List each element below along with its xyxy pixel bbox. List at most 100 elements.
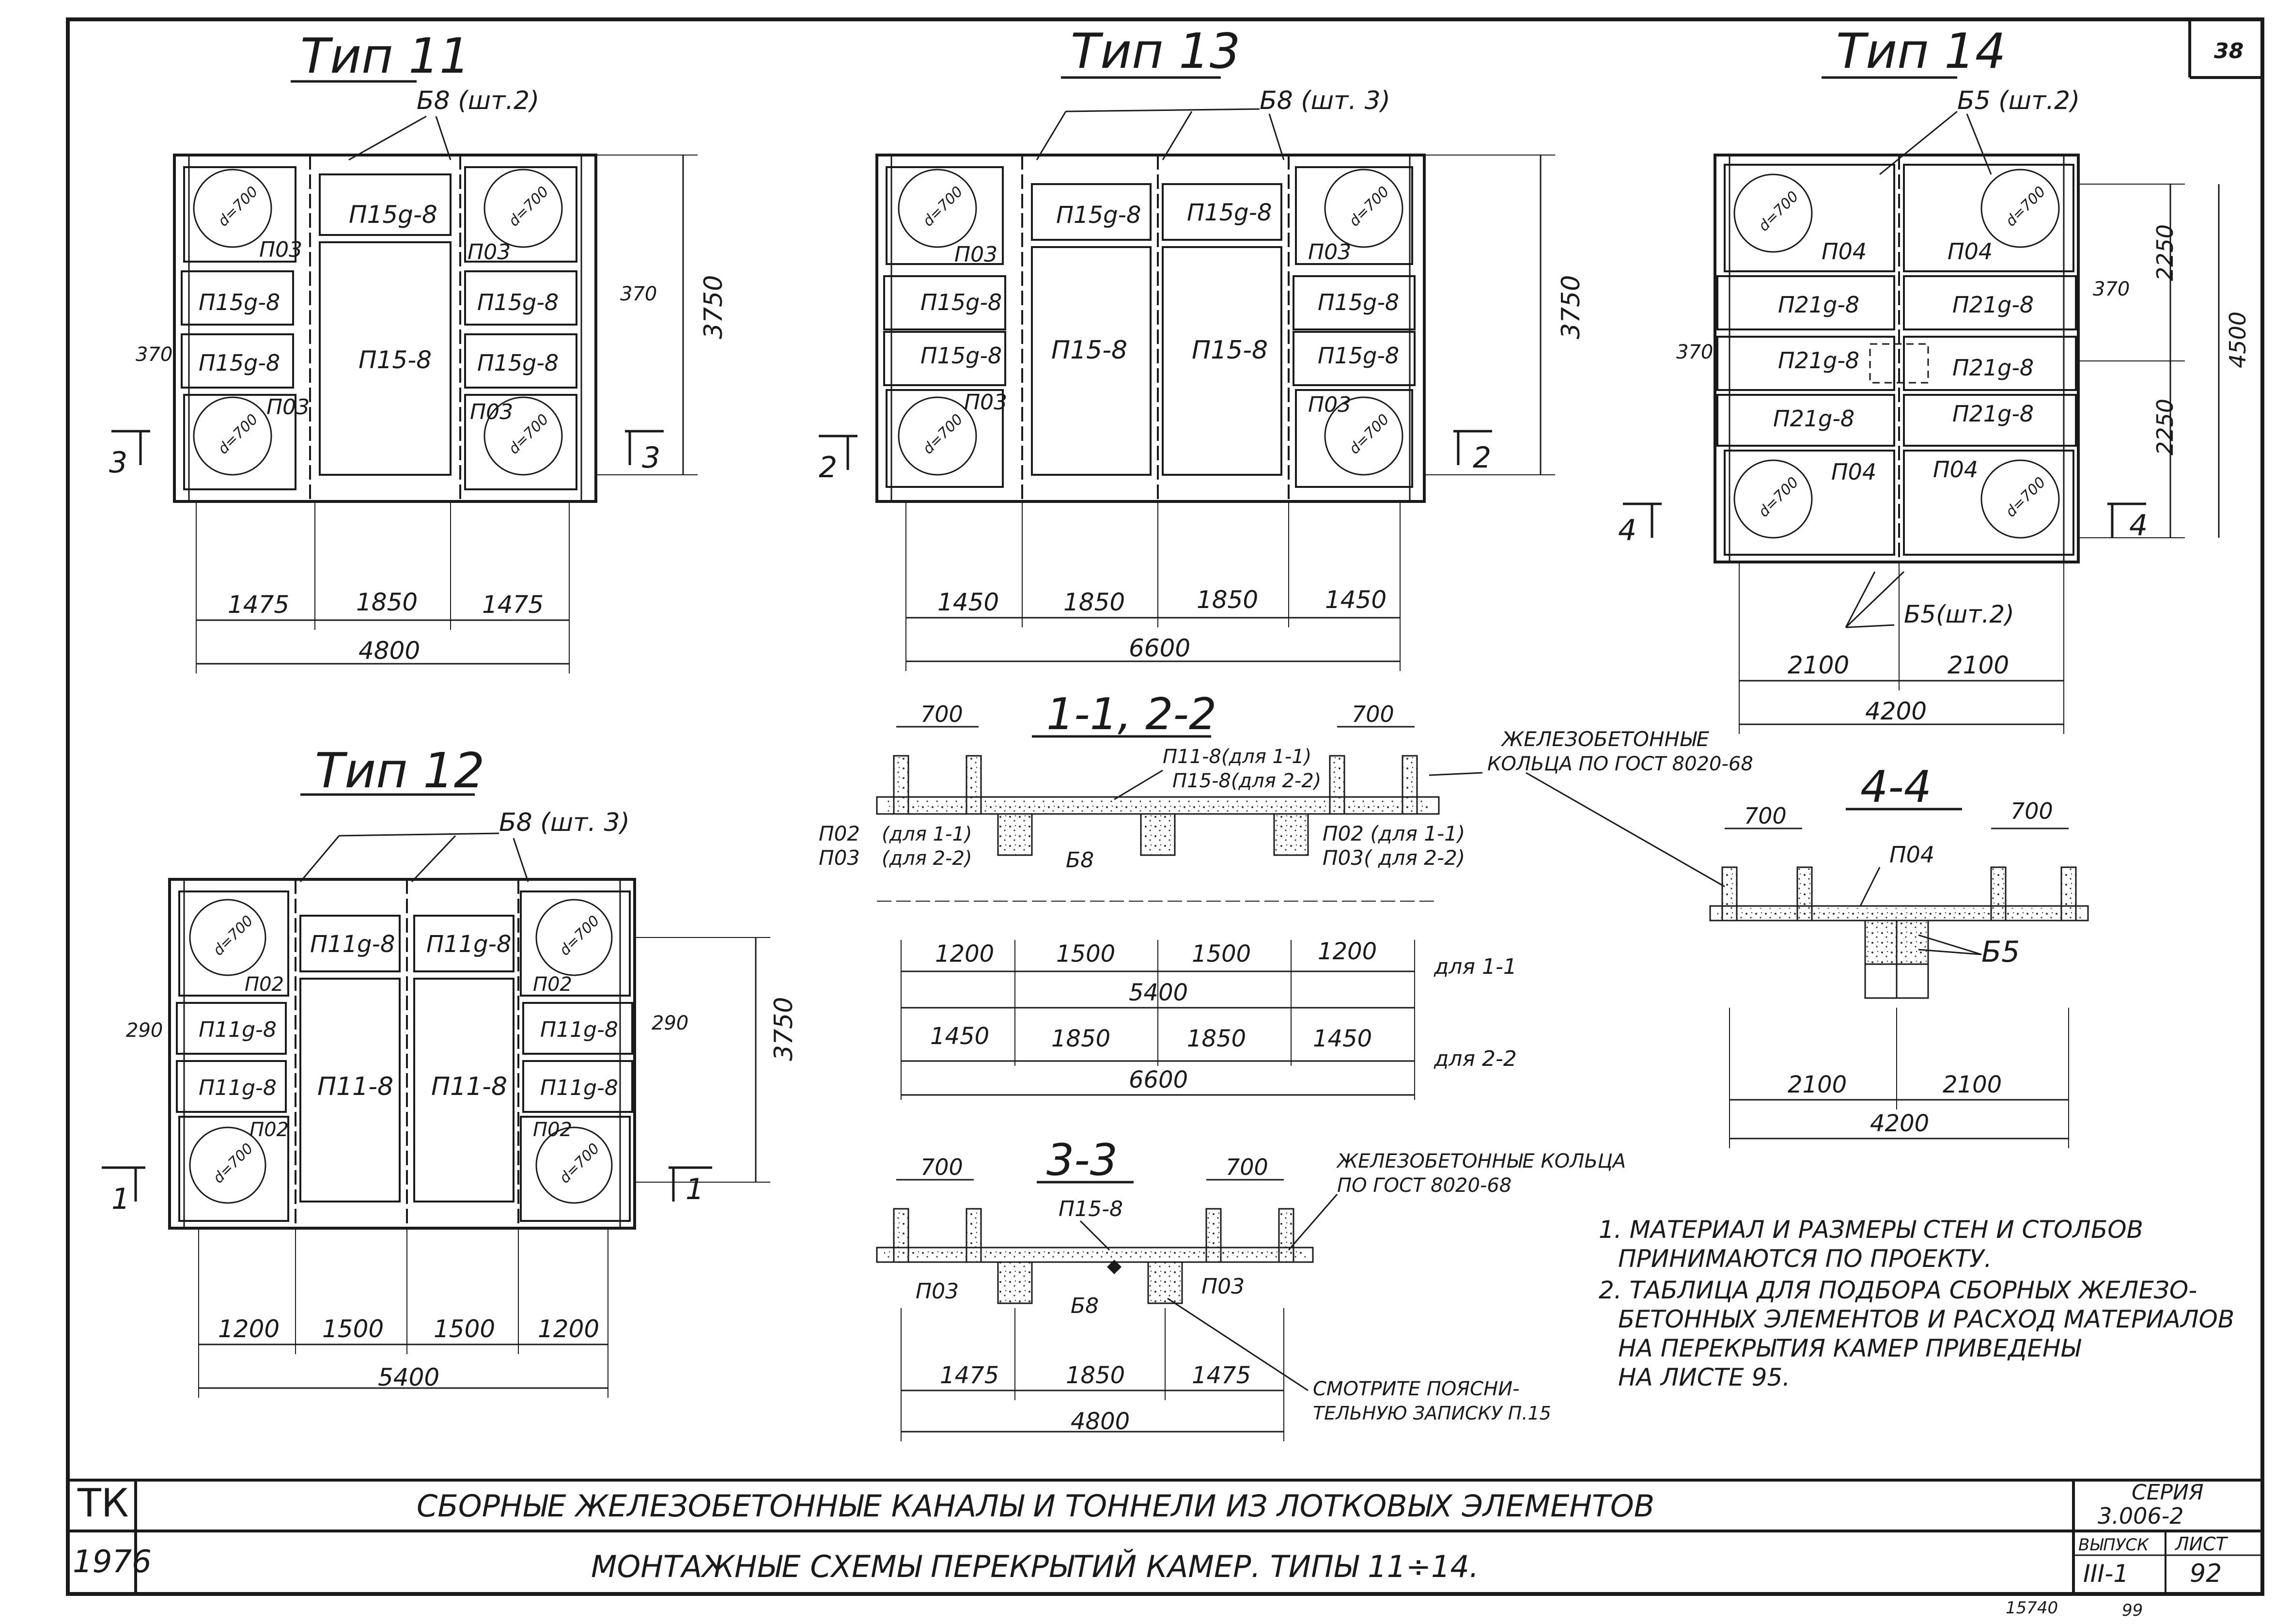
type11-section-left: 3	[109, 446, 127, 480]
bottom-code-right: 99	[2122, 1601, 2143, 1620]
section11-left-label-2b: (для 2-2)	[882, 847, 972, 870]
type13-section-right: 2	[1473, 441, 1491, 475]
type12-slab-left-2: П11g-8	[199, 1076, 277, 1100]
type14-title: Тип 14	[1836, 23, 2006, 79]
type11-ring-tl: d=700	[215, 183, 261, 230]
type14-section-right: 4	[2129, 509, 2148, 543]
title-block-issue-label: ВЫПУСК	[2078, 1535, 2150, 1555]
notes-line-4: БЕТОННЫХ ЭЛЕМЕНТОВ И РАСХОД МАТЕРИАЛОВ	[1618, 1305, 2234, 1333]
type14-dim-height: 4500	[2225, 312, 2251, 368]
section33-left-label: П03	[916, 1279, 959, 1304]
type11-dim-right: 370	[620, 283, 657, 305]
type12-dim-height: 3750	[769, 997, 798, 1061]
type13-title: Тип 13	[1071, 23, 1241, 79]
general-notes: 1. МАТЕРИАЛ И РАЗМЕРЫ СТЕН И СТОЛБОВ ПРИ…	[1599, 1216, 2234, 1391]
section11-left-label-1b: (для 1-1)	[882, 823, 972, 845]
type12-slab-center-b: П11-8	[431, 1072, 507, 1101]
notes-line-1: 1. МАТЕРИАЛ И РАЗМЕРЫ СТЕН И СТОЛБОВ	[1599, 1216, 2143, 1244]
section33-beam-label: Б8	[1071, 1294, 1099, 1318]
type14-dim-left: 370	[1676, 341, 1713, 363]
type12-corner-bl: П02	[249, 1119, 289, 1141]
section33-ring-left-width: 700	[920, 1154, 963, 1180]
type13-slab-center-b: П15-8	[1192, 336, 1268, 365]
type11-plan: Тип 11 Б8 (шт.2) d=700 d=700 d=700 d=700…	[109, 28, 728, 673]
section33-dim-1: 1475	[940, 1362, 999, 1389]
section33-dim-3: 1475	[1192, 1362, 1251, 1389]
type13-slab-center-a: П15-8	[1051, 336, 1127, 365]
type14-ring-tl: d=700	[1755, 188, 1802, 234]
type14-corner-tr: П04	[1948, 238, 1993, 265]
section-3-3: 3-3 П15-8 700 700 П03 П03 Б8 ЖЕЛЕЗОБЕТОН…	[876, 1135, 1626, 1441]
type14-dim-h1: 2250	[2152, 224, 2178, 281]
section11-right-label-1: П02 (для 1-1)	[1323, 822, 1465, 845]
type14-slab-l3: П21g-8	[1773, 406, 1854, 432]
section44-slab-label: П04	[1889, 842, 1934, 868]
section44-title: 4-4	[1860, 762, 1932, 812]
type13-dim-b3: 1850	[1197, 586, 1258, 614]
type11-section-right: 3	[642, 441, 660, 475]
section11-total-a: 5400	[1129, 979, 1188, 1006]
section11-rings-note: ЖЕЛЕЗОБЕТОННЫЕ	[1500, 727, 1709, 751]
section33-slab-label: П15-8	[1059, 1197, 1123, 1221]
type14-ring-br: d=700	[2002, 474, 2049, 520]
section33-see-note-1: СМОТРИТЕ ПОЯСНИ-	[1313, 1378, 1520, 1400]
section33-total: 4800	[1071, 1408, 1130, 1435]
section11-ring-left-width: 700	[920, 701, 963, 727]
type11-slab-right-2: П15g-8	[477, 350, 559, 376]
type14-plan: Тип 14 Б5 (шт.2) d=700 d=700 d=700 d=700…	[1618, 23, 2251, 734]
notes-line-6: НА ЛИСТЕ 95.	[1618, 1363, 1790, 1391]
section11-dim-b3: 1850	[1187, 1025, 1246, 1052]
type14-section-left: 4	[1618, 514, 1636, 547]
type13-plan: Тип 13 Б8 (шт. 3) d=700 d=700 d=700 d=70…	[819, 23, 1586, 671]
type14-beam-note-top: Б5 (шт.2)	[1957, 86, 2080, 115]
type11-ring-tr: d=700	[505, 183, 552, 230]
type12-corner-br: П02	[533, 1119, 572, 1141]
type11-slab-left-1: П15g-8	[199, 289, 280, 315]
type12-slab-left-1: П11g-8	[199, 1017, 277, 1042]
type12-slab-top-a: П11g-8	[310, 931, 395, 958]
type14-ring-bl: d=700	[1755, 474, 1802, 520]
type14-corner-tl: П04	[1822, 238, 1867, 265]
section11-dim-a1: 1200	[935, 940, 994, 968]
type14-dim-b2: 2100	[1948, 651, 2009, 679]
type13-dim-total: 6600	[1129, 634, 1190, 662]
type13-ring-tr: d=700	[1346, 183, 1392, 230]
section44-total: 4200	[1870, 1110, 1929, 1137]
bottom-code-left: 15740	[2006, 1598, 2058, 1618]
type13-slab-top-b: П15g-8	[1187, 199, 1272, 226]
type12-ring-tl: d=700	[210, 912, 256, 959]
type13-section-left: 2	[819, 451, 837, 484]
type14-slab-r1: П21g-8	[1952, 292, 2034, 318]
sheet-frame	[66, 17, 2264, 1596]
type12-plan: Тип 12 Б8 (шт. 3) d=700 d=700 d=700 d=70…	[102, 742, 798, 1398]
section33-rings-note-2: ПО ГОСТ 8020-68	[1337, 1174, 1511, 1197]
section44-beam-label: Б5	[1981, 935, 2020, 969]
type13-beam-note: Б8 (шт. 3)	[1260, 86, 1390, 115]
type12-dim-left: 290	[126, 1019, 163, 1042]
type12-ring-br: d=700	[556, 1140, 603, 1187]
type12-slab-right-2: П11g-8	[540, 1076, 618, 1100]
type11-corner-bl: П03	[266, 395, 310, 420]
title-block-title-1: СБОРНЫЕ ЖЕЛЕЗОБЕТОННЫЕ КАНАЛЫ И ТОННЕЛИ …	[417, 1488, 1654, 1524]
section11-right-label-2: П03( для 2-2)	[1323, 846, 1465, 870]
section11-dim-a4: 1200	[1318, 938, 1377, 965]
title-block-sheet-label: ЛИСТ	[2174, 1533, 2228, 1555]
type12-slab-center-a: П11-8	[317, 1072, 393, 1101]
type14-corner-br: П04	[1933, 456, 1978, 483]
type11-corner-tr: П03	[467, 240, 511, 265]
section11-slab-label-1: П11-8(для 1-1)	[1163, 746, 1311, 768]
section11-dim-b1: 1450	[930, 1023, 989, 1050]
section11-dim-b2: 1850	[1051, 1025, 1110, 1052]
section11-rings-note-2: КОЛЬЦА ПО ГОСТ 8020-68	[1487, 753, 1753, 775]
section11-dim-a3: 1500	[1192, 940, 1251, 968]
type13-ring-br: d=700	[1346, 411, 1392, 457]
title-block-year: 1976	[73, 1544, 152, 1580]
type13-slab-right-2: П15g-8	[1318, 343, 1399, 369]
title-block-issue-value: III-1	[2083, 1560, 2129, 1588]
section33-rings-note-1: ЖЕЛЕЗОБЕТОННЫЕ КОЛЬЦА	[1336, 1150, 1626, 1172]
type13-dim-b4: 1450	[1325, 586, 1387, 614]
type11-dim-left: 370	[136, 344, 172, 366]
section11-for-a: для 1-1	[1434, 954, 1517, 979]
type13-corner-bl: П03	[964, 390, 1007, 415]
type14-beam-note-bottom: Б5(шт.2)	[1904, 600, 2014, 628]
